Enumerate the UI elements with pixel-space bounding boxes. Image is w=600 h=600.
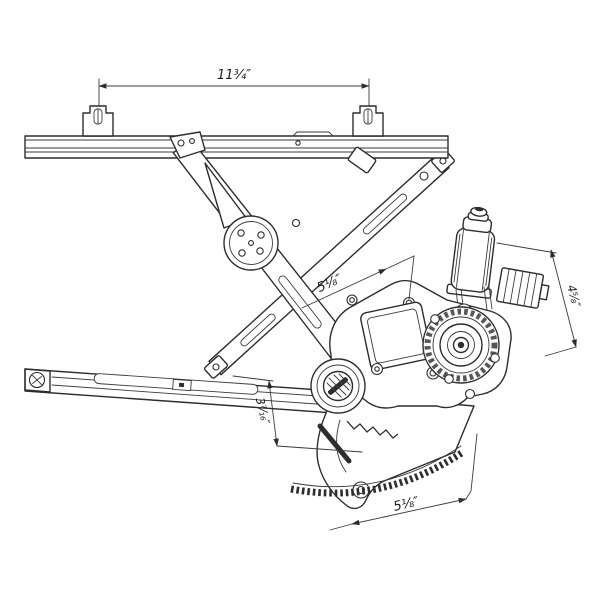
dimension-bottom: 5⅛″ [329,433,478,531]
dimension-label-right: 4⅝″ [564,283,583,309]
mounting-bracket-left [82,105,114,137]
arm-upper-clevis [169,131,206,159]
lower-guide-rail [24,368,349,415]
rail-slider-block [172,378,192,392]
upper-mounting-rail [24,131,449,159]
electric-motor [446,206,496,299]
pivot-disc [223,215,279,271]
cross-arm-lower-roller [204,355,228,379]
gear-teeth [290,449,465,497]
coil-spring [346,420,399,439]
wiring-connector [495,267,550,309]
spindle-hub [310,358,366,414]
spring-link [317,423,352,464]
drum-cover-plate [360,301,432,371]
dimension-left: 3⁷⁄₁₆″ [232,375,363,453]
gearbox-plate [310,280,512,414]
dimension-label-bottom: 5⅛″ [392,494,421,514]
dimension-right: 4⅝″ [496,242,584,357]
sector-gear [290,393,475,510]
dimension-top: 11¾″ [98,68,370,121]
mounting-bracket-right [352,105,384,137]
cable-drum [422,306,500,384]
rail-stop-block [347,146,377,174]
dimension-label-top: 11¾″ [217,68,251,83]
dimension-label-left: 3⁷⁄₁₆″ [253,396,273,427]
